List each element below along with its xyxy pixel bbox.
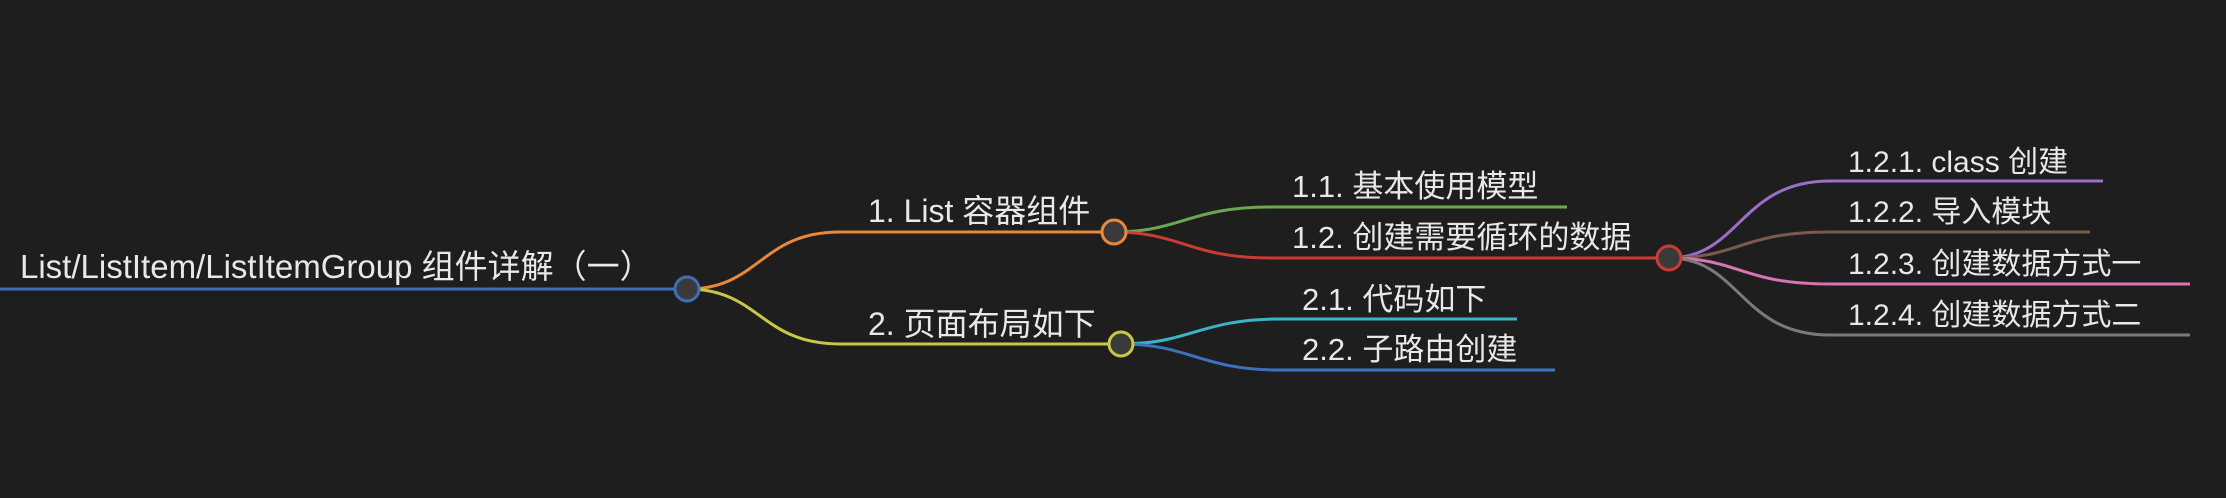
topic-code-as-follows[interactable]: 2.1. 代码如下 — [1302, 282, 1486, 317]
edge-to-basic-model — [1113, 205, 1567, 234]
edge-to-create-data-way-two — [1668, 256, 2190, 337]
edge-to-create-loop-data — [1113, 230, 1669, 260]
edge-to-class-create — [1668, 179, 2103, 260]
topic-page-layout[interactable]: 2. 页面布局如下 — [868, 306, 1096, 342]
topic-child-route-create[interactable]: 2.2. 子路由创建 — [1302, 332, 1517, 367]
edge-root-to-list-container — [686, 230, 1114, 291]
topic-import-module[interactable]: 1.2.2. 导入模块 — [1848, 196, 2051, 229]
topic-class-create[interactable]: 1.2.1. class 创建 — [1848, 146, 2068, 179]
topic-list-container[interactable]: 1. List 容器组件 — [868, 193, 1090, 229]
topic-create-data-way-two[interactable]: 1.2.4. 创建数据方式二 — [1848, 299, 2141, 332]
edge-to-child-route-create — [1120, 342, 1555, 372]
edge-root-to-page-layout — [686, 287, 1121, 346]
create-loop-data-collapse-node[interactable] — [1655, 244, 1683, 272]
page-layout-collapse-node[interactable] — [1107, 330, 1135, 358]
root-topic[interactable]: List/ListItem/ListItemGroup 组件详解（一） — [20, 248, 653, 285]
topic-create-loop-data[interactable]: 1.2. 创建需要循环的数据 — [1292, 220, 1631, 255]
list-container-collapse-node[interactable] — [1100, 218, 1128, 246]
edge-to-import-module — [1668, 230, 2090, 260]
topic-create-data-way-one[interactable]: 1.2.3. 创建数据方式一 — [1848, 248, 2141, 281]
edge-to-create-data-way-one — [1668, 256, 2190, 286]
edge-to-code-as-follows — [1120, 317, 1517, 346]
topic-basic-model[interactable]: 1.1. 基本使用模型 — [1292, 169, 1538, 204]
root-collapse-node[interactable] — [673, 275, 701, 303]
